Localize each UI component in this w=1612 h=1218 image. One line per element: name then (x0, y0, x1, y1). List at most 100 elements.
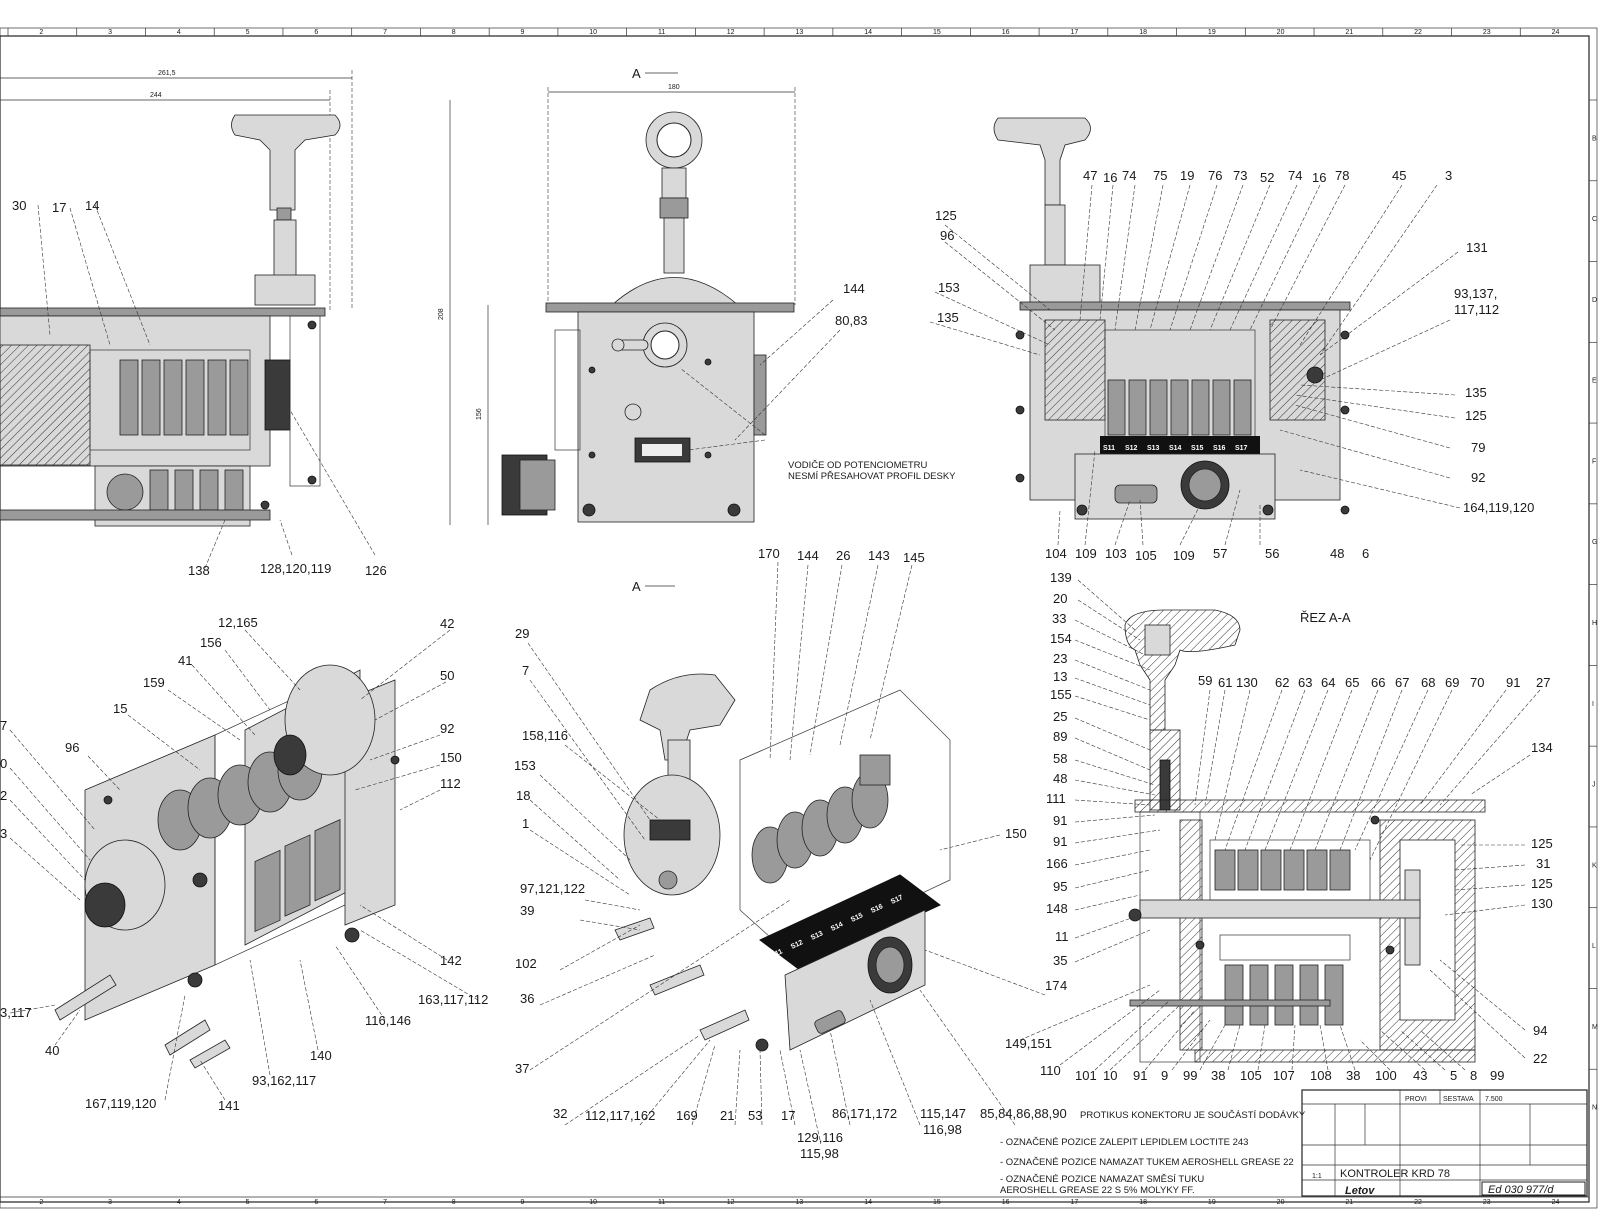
rear-top-3: 3 (1445, 168, 1452, 183)
col-number: 13 (796, 29, 804, 36)
sec-top-64: 64 (1321, 675, 1335, 690)
row-letter: B (1592, 135, 1597, 142)
row-letter: K (1592, 862, 1597, 869)
col-number: 9 (521, 29, 525, 36)
col-number: 12 (727, 1199, 735, 1206)
isoC-85-84-86-88-90: 85,84,86,88,90 (980, 1106, 1067, 1121)
sec-left-95: 95 (1053, 879, 1067, 894)
rear-right-117-112: 117,112 (1454, 302, 1499, 317)
dim-208: 208 (438, 308, 445, 320)
iso-switch-s17: S17 (890, 894, 904, 906)
col-number: 4 (177, 1199, 181, 1206)
iso-switch-s13: S13 (810, 930, 824, 942)
col-number: 12 (727, 29, 735, 36)
isoL-140: 140 (310, 1048, 332, 1063)
sec-bot-38a: 38 (1211, 1068, 1225, 1083)
isoC-37: 37 (515, 1061, 529, 1076)
rear-bottom-104: 104 (1045, 546, 1067, 561)
rear-top-73: 73 (1233, 168, 1247, 183)
rear-bottom-57: 57 (1213, 546, 1227, 561)
sec-right-31: 31 (1536, 856, 1550, 871)
col-number: 19 (1208, 1199, 1216, 1206)
isoL-116-146: 116,146 (365, 1013, 411, 1028)
iso-switch-s14: S14 (830, 921, 844, 933)
isoC-97-121-122: 97,121,122 (520, 881, 585, 896)
col-number: 14 (864, 29, 872, 36)
isoL-2: 2 (0, 788, 7, 803)
iso-center-leaders (527, 561, 1046, 1141)
row-letter: I (1592, 701, 1594, 708)
col-number: 17 (1070, 1199, 1078, 1206)
isoL-92: 92 (440, 721, 454, 736)
col-number: 11 (658, 29, 665, 36)
col-number: 19 (1208, 29, 1216, 36)
col-number: 9 (521, 1199, 525, 1206)
sec-bot-91: 91 (1133, 1068, 1147, 1083)
tb-drawing-number: Ed 030 977/d (1488, 1184, 1554, 1196)
isoL-0: 0 (0, 756, 7, 771)
front-view: 261,5 244 (0, 70, 387, 578)
sec-top-65: 65 (1345, 675, 1359, 690)
sec-left-11: 11 (1055, 929, 1069, 944)
isoC-18: 18 (516, 788, 530, 803)
sec-top-66: 66 (1371, 675, 1385, 690)
rear-right-135: 135 (1465, 385, 1487, 400)
iso-center-switch-labels: S11 S12 S13 S14 S15 S16 S17 (770, 894, 904, 960)
sec-right-22: 22 (1533, 1051, 1547, 1066)
sec-top-59: 59 (1198, 673, 1212, 688)
isoL-3: 3 (0, 826, 7, 841)
rear-bottom-48: 48 (1330, 546, 1344, 561)
tb-company: Letov (1345, 1185, 1375, 1197)
sec-top-27: 27 (1536, 675, 1550, 690)
dim-156: 156 (476, 408, 483, 420)
col-number: 8 (452, 29, 456, 36)
sec-bot-10: 10 (1103, 1068, 1117, 1083)
tb-measure: 7.500 (1485, 1096, 1503, 1103)
col-number: 3 (108, 29, 112, 36)
title-block: PROVI SESTAVA 7.500 1:1 KONTROLER KRD 78… (1301, 1089, 1588, 1197)
isoC-21: 21 (720, 1108, 734, 1123)
rear-top-45: 45 (1392, 168, 1406, 183)
col-number: 20 (1277, 1199, 1285, 1206)
sec-bot-100: 100 (1375, 1068, 1397, 1083)
rear-top-76: 76 (1208, 168, 1222, 183)
isoC-17r: 17 (1045, 978, 1059, 993)
col-number: 15 (933, 29, 941, 36)
sec-bot-110: 110 (1040, 1063, 1061, 1078)
sec-top-68: 68 (1421, 675, 1435, 690)
iso-left-view: 12,165 42 156 50 41 159 92 150 15 112 96… (0, 615, 488, 1113)
rear-right-93-137: 93,137, (1454, 286, 1497, 301)
isoL-142: 142 (440, 953, 462, 968)
isoL-167-119-120: 167,119,120 (85, 1096, 156, 1111)
iso-left-switches (254, 819, 341, 933)
col-number: 6 (314, 1199, 318, 1206)
isoL-159: 159 (143, 675, 165, 690)
tb-title: KONTROLER KRD 78 (1340, 1168, 1450, 1180)
rear-right-164-119-120: 164,119,120 (1463, 500, 1534, 515)
note-aeroshell: - OZNAČENÉ POZICE NAMAZAT TUKEM AEROSHEL… (1000, 1157, 1294, 1168)
row-letter: N (1592, 1105, 1597, 1112)
isoL-156: 156 (200, 635, 222, 650)
rear-bottom-103: 103 (1105, 546, 1127, 561)
section-switch-stack (1209, 839, 1371, 1026)
notes-block: PROTIKUS KONEKTORU JE SOUČÁSTÍ DODÁVKY -… (1000, 1110, 1306, 1196)
dim-180: 180 (668, 84, 680, 91)
rear-switch-s17: S17 (1235, 445, 1248, 452)
rear-top-16b: 16 (1312, 170, 1326, 185)
isoL-3-117: 3,117 (0, 1005, 32, 1020)
rear-switch-s13: S13 (1147, 445, 1160, 452)
rear-switch-s12: S12 (1125, 445, 1138, 452)
label-14: 14 (85, 198, 99, 213)
row-letter: M (1592, 1024, 1598, 1031)
iso-switch-s15: S15 (850, 912, 864, 924)
iso-switch-s12: S12 (790, 939, 804, 951)
isoL-150: 150 (440, 750, 462, 765)
label-144: 144 (843, 281, 865, 296)
sec-bot-43: 43 (1413, 1068, 1427, 1083)
rear-top-47: 47 (1083, 168, 1097, 183)
isoL-96: 96 (65, 740, 79, 755)
sec-bot-38b: 38 (1346, 1068, 1360, 1083)
sec-left-155: 155 (1050, 687, 1072, 702)
col-number: 21 (1345, 29, 1353, 36)
col-number: 24 (1552, 1199, 1560, 1206)
